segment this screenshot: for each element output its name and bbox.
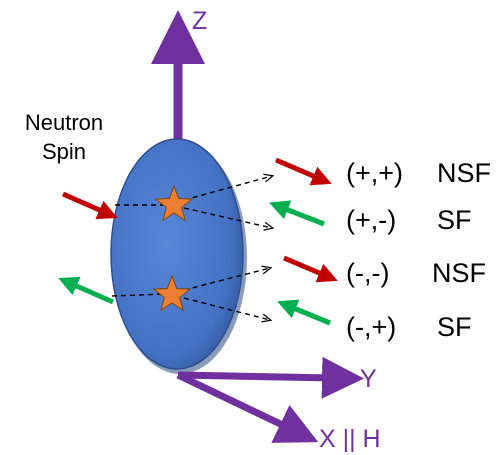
sample-ellipse [110, 138, 244, 370]
neutron-spin-label-line2: Spin [41, 139, 87, 164]
channel-3-polarization: (-,-) [346, 258, 390, 288]
y-axis-arrow [177, 356, 364, 399]
incident-spin-arrow-green [58, 276, 115, 305]
x-axis-arrow [176, 371, 319, 443]
channel-1-polarization: (+,+) [346, 158, 404, 188]
channel-4-polarization: (-,+) [346, 312, 397, 342]
z-axis-label: Z [192, 7, 208, 35]
channel-4-spin-arrow [277, 299, 331, 326]
channel-2-polarization: (+,-) [346, 205, 397, 235]
channel-3-type: NSF [432, 258, 486, 288]
channel-2-spin-arrow [269, 200, 325, 227]
channel-3-spin-arrow [283, 255, 338, 283]
scattered-path-2 [183, 207, 272, 228]
channel-4-type: SF [437, 312, 472, 342]
scattered-path-3 [183, 268, 270, 291]
scattered-path-4 [183, 297, 270, 320]
x-axis-label: X || H [319, 425, 381, 453]
y-axis-label: Y [360, 365, 377, 393]
incident-path-lower [111, 293, 167, 297]
scattered-path-1 [183, 176, 272, 201]
scattering-site-star-upper [154, 184, 194, 222]
channel-1-spin-arrow [275, 157, 332, 186]
channel-2-type: SF [437, 205, 472, 235]
neutron-spin-label: Neutron Spin [8, 108, 120, 166]
scattering-site-star-lower [152, 274, 192, 312]
incident-spin-arrow-red [61, 191, 118, 220]
neutron-spin-label-line1: Neutron [24, 110, 104, 135]
channel-1-type: NSF [437, 158, 491, 188]
